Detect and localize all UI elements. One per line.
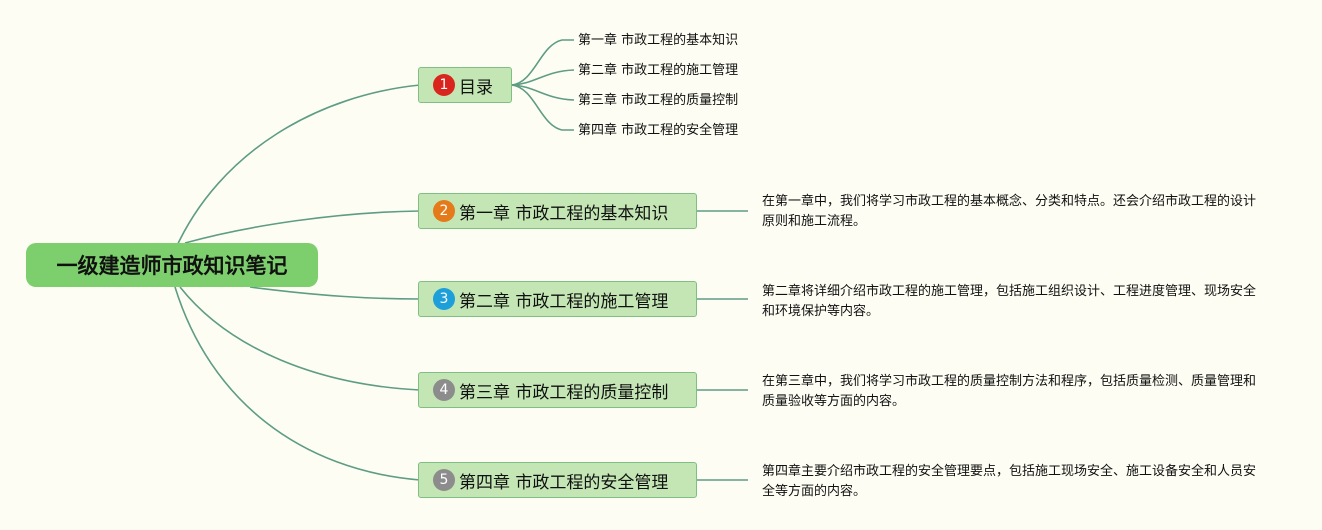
branch-label: 第四章 市政工程的安全管理	[459, 472, 669, 493]
chapter-2-description: 第二章将详细介绍市政工程的施工管理，包括施工组织设计、工程进度管理、现场安全和环…	[762, 284, 1257, 319]
link-toc-1	[511, 39, 574, 86]
number-badge: 2	[433, 200, 455, 222]
branch-node-chapter-1[interactable]: 2 第一章 市政工程的基本知识	[418, 193, 697, 229]
branch-label: 第二章 市政工程的施工管理	[459, 291, 669, 312]
toc-item-3[interactable]: 第三章 市政工程的质量控制	[578, 93, 739, 108]
branch-label: 目录	[459, 77, 493, 98]
chapter-1-description: 在第一章中，我们将学习市政工程的基本概念、分类和特点。还会介绍市政工程的设计原则…	[762, 194, 1257, 229]
link-toc-3	[511, 84, 575, 101]
branch-node-chapter-2[interactable]: 3 第二章 市政工程的施工管理	[418, 281, 697, 317]
number-badge: 5	[433, 469, 455, 491]
branch-node-chapter-3[interactable]: 4 第三章 市政工程的质量控制	[418, 372, 697, 408]
link-root-branch-4	[179, 286, 421, 391]
branch-node-chapter-4[interactable]: 5 第四章 市政工程的安全管理	[418, 462, 697, 498]
root-node[interactable]: 一级建造师市政知识笔记	[26, 243, 318, 287]
link-root-branch-2	[184, 210, 421, 244]
link-root-branch-1	[174, 84, 421, 251]
link-toc-4	[511, 84, 574, 131]
toc-item-2[interactable]: 第二章 市政工程的施工管理	[578, 63, 739, 78]
branch-node-toc[interactable]: 1 目录	[418, 67, 512, 103]
root-title: 一级建造师市政知识笔记	[56, 254, 288, 278]
number-badge: 3	[433, 288, 455, 310]
toc-item-4[interactable]: 第四章 市政工程的安全管理	[578, 123, 739, 138]
link-root-branch-3	[249, 286, 421, 300]
branch-label: 第一章 市政工程的基本知识	[459, 203, 669, 224]
branch-label: 第三章 市政工程的质量控制	[459, 382, 669, 403]
toc-item-1[interactable]: 第一章 市政工程的基本知识	[578, 33, 739, 48]
number-badge: 4	[433, 379, 455, 401]
chapter-3-description: 在第三章中，我们将学习市政工程的质量控制方法和程序，包括质量检测、质量管理和质量…	[762, 374, 1257, 409]
chapter-4-description: 第四章主要介绍市政工程的安全管理要点，包括施工现场安全、施工设备安全和人员安全等…	[762, 464, 1257, 499]
link-root-branch-5	[174, 286, 421, 481]
link-toc-2	[511, 69, 575, 86]
number-badge: 1	[433, 74, 455, 96]
